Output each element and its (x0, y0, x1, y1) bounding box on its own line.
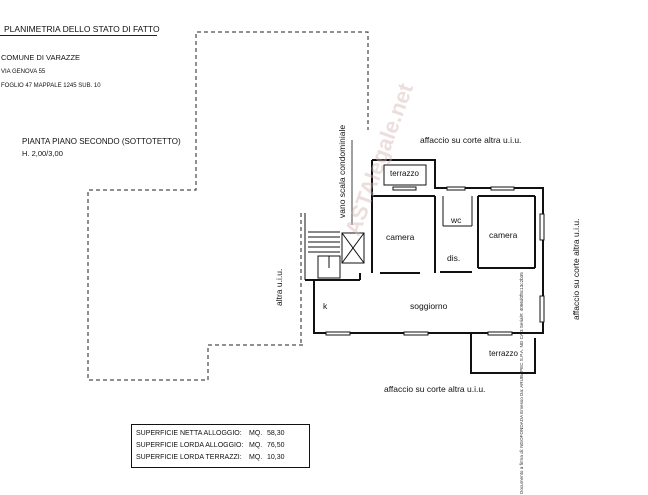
area-label-terraces: SUPERFICIE LORDA TERRAZZI: (136, 454, 242, 461)
title-underline (0, 35, 157, 36)
area-unit-gross: MQ. (249, 442, 263, 449)
stair-label: vano scala condominiale (337, 124, 347, 218)
area-label-gross: SUPERFICIE LORDA ALLOGGIO: (136, 442, 244, 449)
courtyard-top-label: affaccio su corte altra u.i.u. (420, 135, 522, 145)
address-label: VIA GENOVA 55 (1, 69, 46, 75)
side-certification-note: Documento a firma di: NGOFONDADA Emesso … (519, 272, 524, 494)
area-value-net: 58,30 (267, 430, 285, 437)
stair-steps (304, 213, 340, 280)
walls (305, 159, 544, 374)
area-value-gross: 76,50 (267, 442, 285, 449)
building-outline (87, 31, 369, 381)
kitchen-unit (317, 255, 341, 279)
room-k: k (323, 301, 328, 311)
area-unit-terraces: MQ. (249, 454, 263, 461)
area-value-terraces: 10,30 (267, 454, 285, 461)
courtyard-right-label: affaccio su corte altra u.i.u. (571, 218, 581, 320)
room-camera-right: camera (489, 230, 518, 240)
comune-label: COMUNE DI VARAZZE (1, 53, 81, 62)
other-unit-label: altra u.i.u. (274, 268, 284, 306)
room-soggiorno: soggiorno (410, 301, 448, 311)
room-terrazzo-top: terrazzo (390, 169, 419, 178)
windows (325, 186, 545, 336)
plan-title: PLANIMETRIA DELLO STATO DI FATTO (4, 24, 160, 34)
room-terrazzo-bottom: terrazzo (489, 349, 518, 358)
areas-table: SUPERFICIE NETTA ALLOGGIO: MQ. 58,30 SUP… (131, 424, 310, 468)
courtyard-bottom-label: affaccio su corte altra u.i.u. (384, 384, 486, 394)
cadastral-label: FOGLIO 47 MAPPALE 1245 SUB. 10 (1, 83, 101, 89)
stair-core (341, 232, 365, 264)
floor-height: H. 2,00/3,00 (22, 149, 63, 158)
room-camera-left: camera (386, 232, 415, 242)
room-wc: wc (451, 215, 462, 225)
floor-name: PIANTA PIANO SECONDO (SOTTOTETTO) (22, 137, 181, 146)
area-unit-net: MQ. (249, 430, 263, 437)
room-dis: dis. (447, 253, 461, 263)
area-label-net: SUPERFICIE NETTA ALLOGGIO: (136, 430, 242, 437)
